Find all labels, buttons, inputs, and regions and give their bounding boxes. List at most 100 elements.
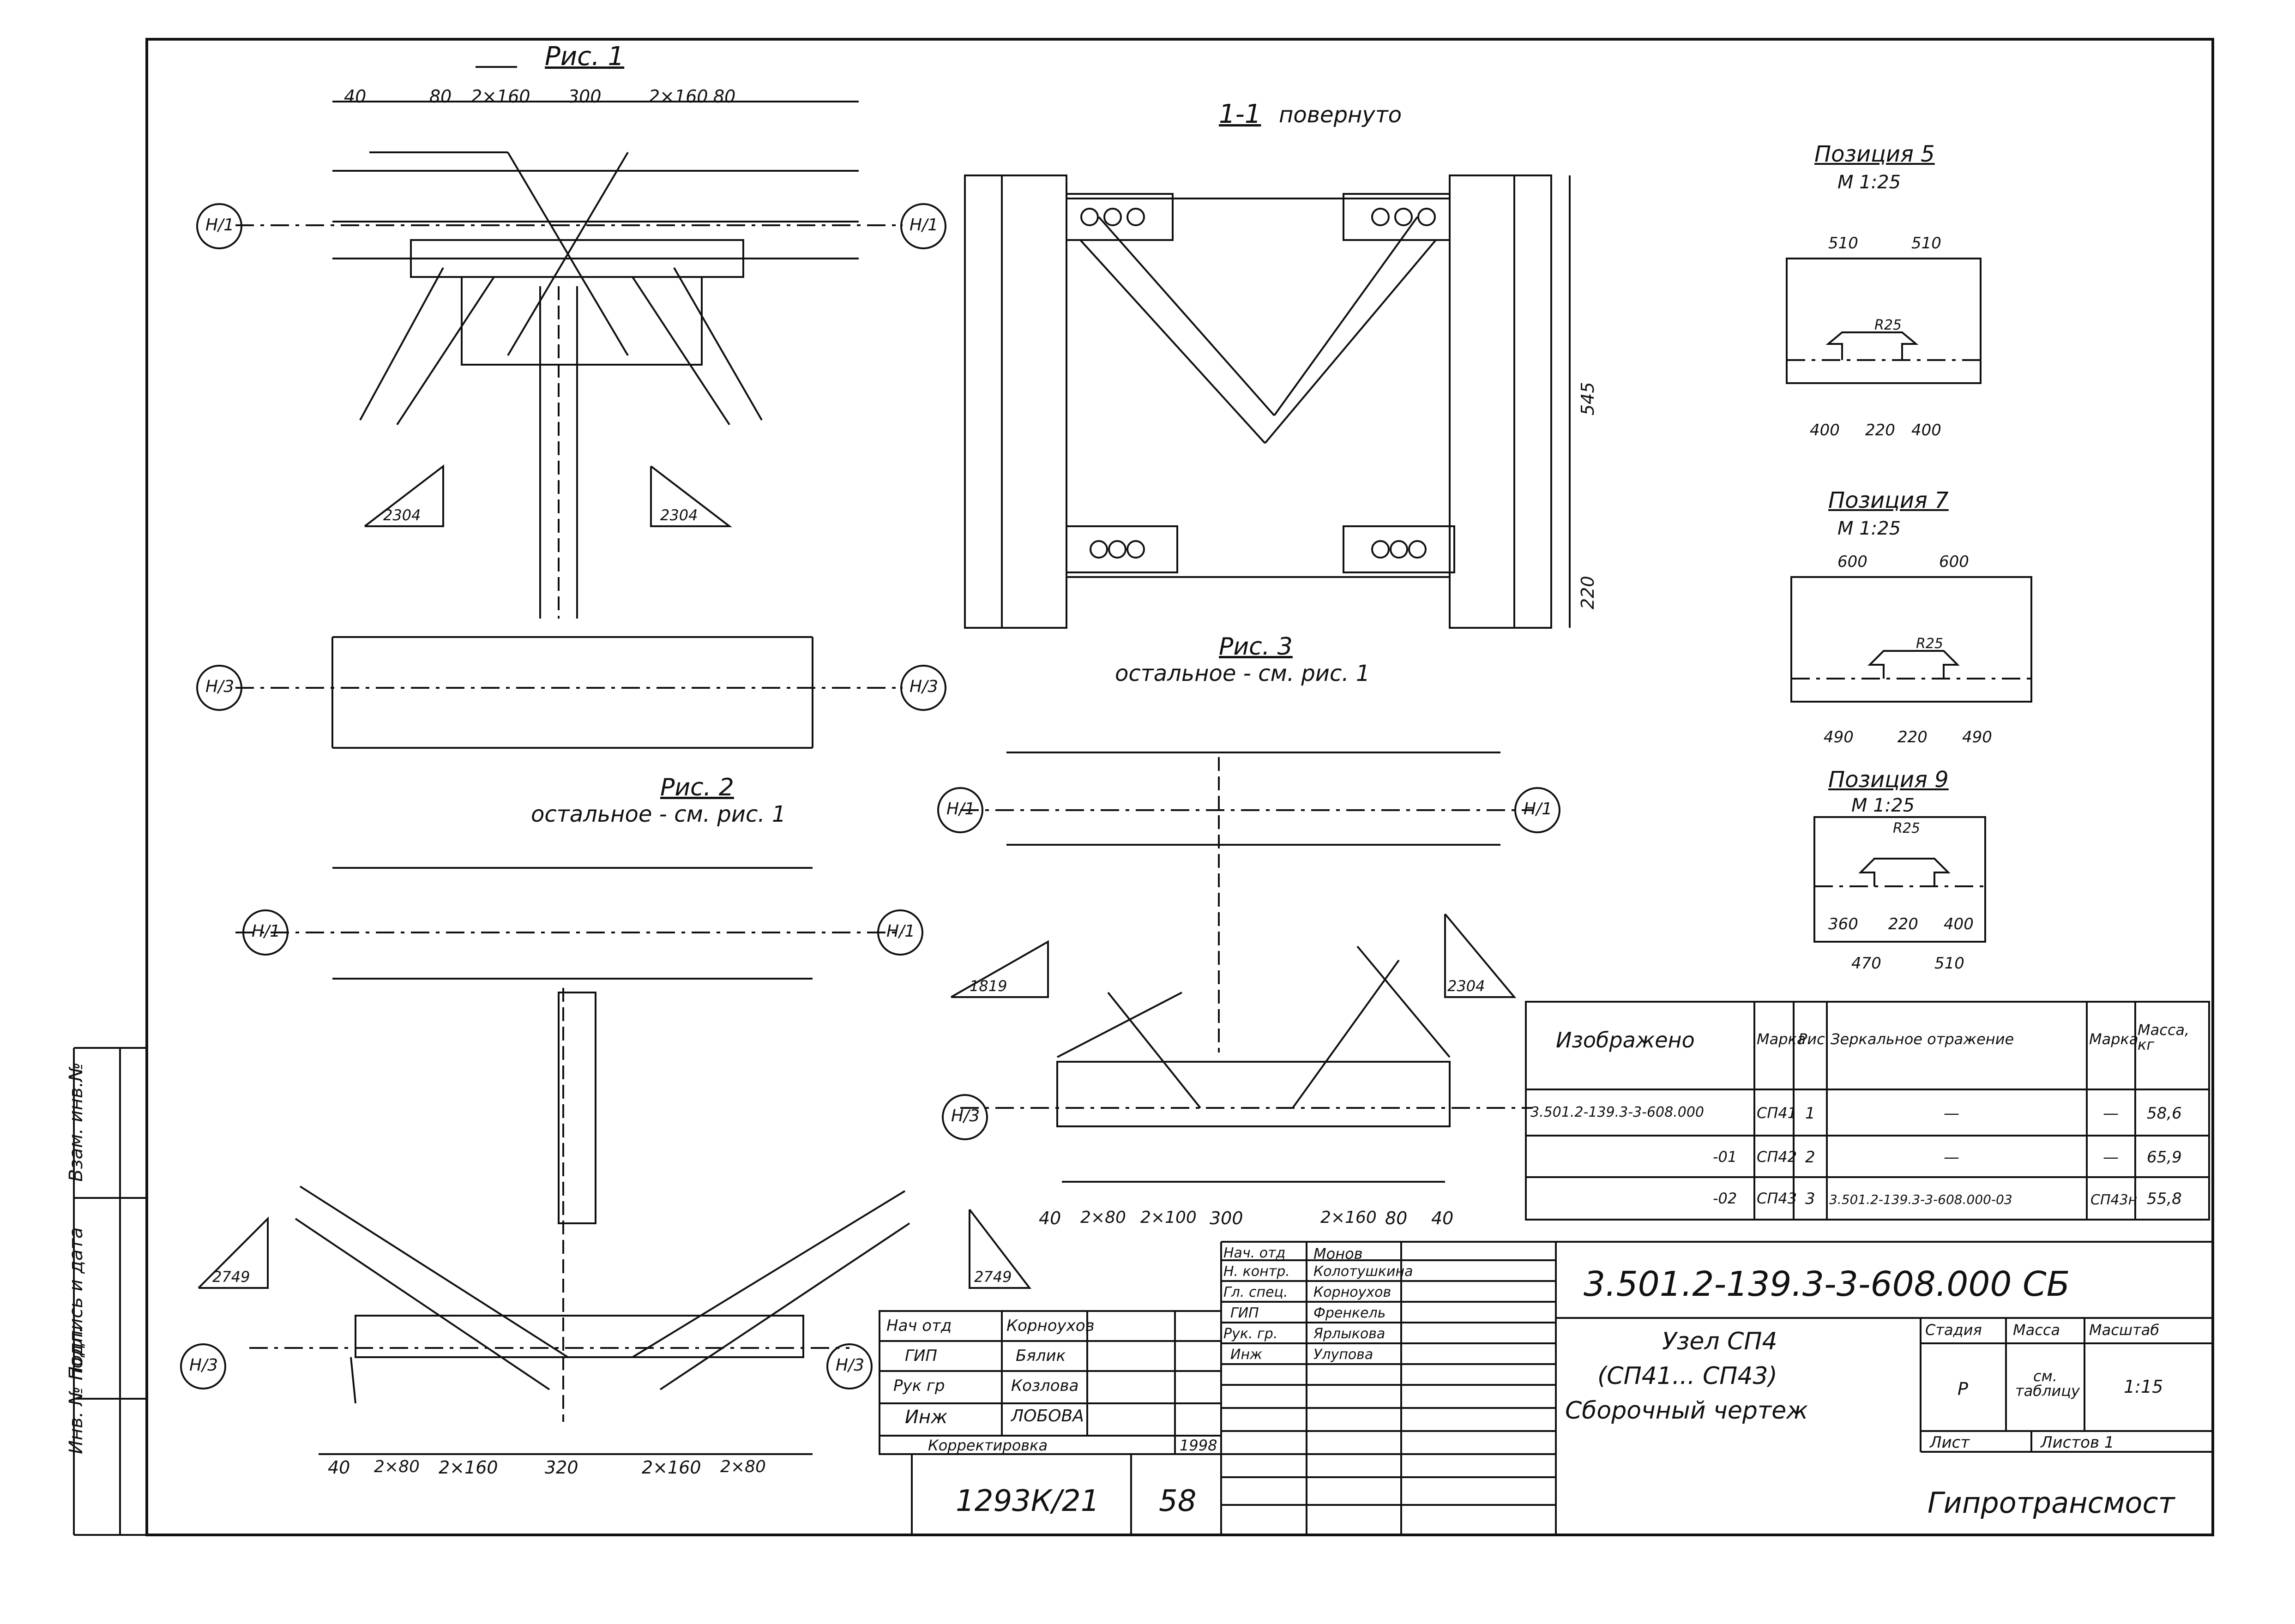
spec-header-fig: Рис — [1798, 1030, 1825, 1048]
sign-role: Нач. отд — [1223, 1245, 1286, 1261]
spec-cell: СП43 — [1757, 1190, 1797, 1207]
slope-fig2-right: 2749 — [974, 1268, 1012, 1286]
section-title: 1-1 — [1219, 99, 1261, 129]
dim: 2×160 — [439, 1457, 498, 1478]
dim: 600 — [1837, 553, 1867, 571]
scale-value: 1:15 — [2124, 1377, 2163, 1397]
axis-h1: Н/1 — [205, 216, 235, 235]
sign-name: Монов — [1313, 1245, 1363, 1263]
dim: 300 — [1210, 1208, 1243, 1228]
title-line-3: Сборочный чертеж — [1565, 1397, 1808, 1425]
sign-name: Френкель — [1313, 1305, 1386, 1321]
title-line-2: (СП41... СП43) — [1597, 1362, 1777, 1390]
dim: 220 — [1578, 576, 1598, 609]
side-stamp-signature: Подпись и дата — [66, 1227, 87, 1380]
spec-header-mirror: Зеркальное отражение — [1831, 1030, 2014, 1048]
dim: 220 — [1865, 421, 1895, 439]
sign-role: Инж — [1230, 1347, 1263, 1363]
rev-name: Бялик — [1016, 1347, 1066, 1365]
dim: 40 — [344, 86, 367, 107]
page-number: 58 — [1159, 1484, 1197, 1518]
stage-value: Р — [1958, 1379, 1968, 1399]
dim: 2×80 — [720, 1457, 766, 1476]
sign-name: Корноухов — [1313, 1284, 1391, 1300]
sign-name: Колотушкина — [1313, 1263, 1413, 1280]
sign-role: Н. контр. — [1223, 1263, 1290, 1280]
dim: 470 — [1851, 954, 1881, 973]
spec-cell: -02 — [1713, 1190, 1737, 1207]
scale-header: Масштаб — [2089, 1321, 2160, 1339]
axis-h3: Н/3 — [910, 677, 939, 696]
spec-header-image: Изображено — [1556, 1028, 1695, 1053]
dim: 220 — [1888, 915, 1918, 933]
dim: 2×160 — [471, 86, 530, 107]
archive-number: 1293К/21 — [956, 1484, 1100, 1518]
spec-cell: — — [1944, 1148, 1959, 1167]
dim: R25 — [1916, 636, 1944, 652]
document-code: 3.501.2-139.3-3-608.000 СБ — [1584, 1264, 2070, 1304]
dim: 2×160 — [1320, 1208, 1377, 1227]
rev-role: Нач отд — [886, 1317, 952, 1335]
rev-name: ЛОБОВА — [1011, 1407, 1084, 1426]
dim: 80 — [713, 86, 736, 107]
axis-h3: Н/3 — [205, 677, 235, 696]
spec-cell: — — [1944, 1104, 1959, 1123]
axis-h3: Н/3 — [836, 1356, 865, 1375]
spec-cell: 3 — [1805, 1190, 1815, 1208]
spec-header-mark2: Марка — [2089, 1030, 2138, 1048]
rev-role: Рук гр — [893, 1377, 945, 1395]
axis-h3: Н/3 — [951, 1107, 980, 1125]
dim: 510 — [1911, 234, 1941, 253]
spec-cell: — — [2103, 1104, 2119, 1123]
dim: 40 — [328, 1457, 350, 1478]
mass-value: см. таблицу — [2015, 1367, 2080, 1400]
spec-cell: 55,8 — [2147, 1190, 2182, 1208]
fig2-note: остальное - см. рис. 1 — [531, 801, 786, 827]
pos5-scale: М 1:25 — [1837, 172, 1901, 193]
axis-h1: Н/1 — [946, 800, 976, 818]
pos5-title: Позиция 5 — [1814, 141, 1935, 167]
side-stamp-replace: Взам. инв.№ — [66, 1062, 87, 1182]
pos7-title: Позиция 7 — [1828, 487, 1949, 513]
axis-h1: Н/1 — [1524, 800, 1553, 818]
dim: R25 — [1874, 317, 1902, 333]
fig2-title: Рис. 2 — [660, 774, 734, 801]
rev-name: Корноухов — [1006, 1317, 1095, 1335]
sign-role: Рук. гр. — [1223, 1326, 1278, 1342]
spec-cell: -01 — [1713, 1148, 1737, 1166]
dim: 80 — [1385, 1208, 1408, 1228]
spec-cell: 3.501.2-139.3-3-608.000-03 — [1829, 1192, 2012, 1207]
dim: 320 — [545, 1457, 578, 1478]
title-line-1: Узел СП4 — [1662, 1328, 1777, 1355]
spec-cell: 1 — [1805, 1104, 1815, 1123]
spec-cell: 65,9 — [2147, 1148, 2182, 1167]
slope-fig3-left: 1819 — [970, 977, 1007, 995]
spec-cell: СП43н — [2090, 1192, 2138, 1208]
dim: 2×100 — [1140, 1208, 1197, 1227]
spec-cell: СП41 — [1757, 1104, 1797, 1122]
sign-role: ГИП — [1230, 1305, 1259, 1321]
dim: 300 — [568, 86, 602, 107]
mass-header: Масса — [2013, 1321, 2060, 1339]
pos7-scale: М 1:25 — [1837, 518, 1901, 539]
revision-label: Корректировка — [928, 1437, 1048, 1454]
rev-name: Козлова — [1011, 1377, 1079, 1395]
dim: 490 — [1962, 728, 1992, 746]
dim: 2×160 — [649, 86, 708, 107]
dim: 40 — [1039, 1208, 1061, 1228]
dim: 2×160 — [642, 1457, 701, 1478]
dim: 510 — [1828, 234, 1858, 253]
dim: 2×80 — [1080, 1208, 1126, 1227]
sheets-label: Листов 1 — [2041, 1433, 2114, 1452]
dim: 40 — [1431, 1208, 1454, 1228]
organization: Гипротрансмост — [1928, 1486, 2175, 1520]
spec-cell: — — [2103, 1148, 2119, 1167]
axis-h1: Н/1 — [886, 922, 916, 941]
spec-cell: 2 — [1805, 1148, 1815, 1167]
dim: 400 — [1911, 421, 1941, 439]
spec-header-mass: Масса, кг — [2138, 1021, 2190, 1053]
stage-header: Стадия — [1925, 1321, 1982, 1339]
fig3-note: остальное - см. рис. 1 — [1115, 661, 1370, 686]
sign-name: Улупова — [1313, 1347, 1373, 1363]
dim: 2×80 — [374, 1457, 420, 1476]
